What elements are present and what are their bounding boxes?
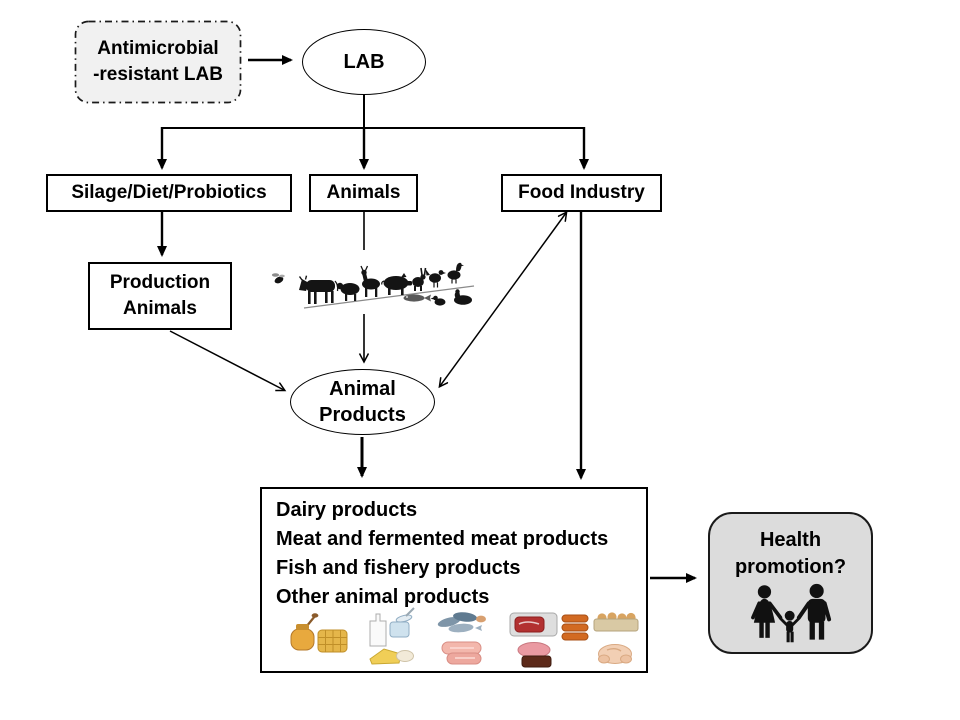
products-line-dairy: Dairy products xyxy=(276,499,418,521)
animal-products-line1: Animal xyxy=(329,378,396,400)
duck-icon xyxy=(447,262,464,284)
production-animals-box: Production Animals xyxy=(88,262,232,330)
food-industry-label: Food Industry xyxy=(518,182,645,204)
production-label-line2: Animals xyxy=(123,298,197,319)
lab-label: LAB xyxy=(343,50,385,73)
cow-icon xyxy=(298,275,339,304)
rabbit-icon xyxy=(412,267,427,291)
honey-icon xyxy=(290,613,348,653)
sheep-icon xyxy=(336,282,360,301)
eggs-poultry-icon xyxy=(593,612,639,664)
lab-ellipse: LAB xyxy=(302,29,426,95)
food-products-image xyxy=(290,607,639,668)
animals-label: Animals xyxy=(326,182,401,204)
meat-icon xyxy=(509,612,589,668)
antimicrobial-resistant-lab-box: Antimicrobial -resistant LAB xyxy=(74,20,242,104)
dairy-icon xyxy=(369,607,415,665)
animal-products-line2: Products xyxy=(319,404,406,426)
family-icon xyxy=(750,583,831,643)
fish-icon xyxy=(403,294,431,302)
silage-label: Silage/Diet/Probiotics xyxy=(71,182,267,204)
fish-products-icon xyxy=(437,612,486,665)
farm-animals-image xyxy=(262,250,482,314)
silage-diet-probiotics-box: Silage/Diet/Probiotics xyxy=(46,174,292,212)
products-line-fish: Fish and fishery products xyxy=(276,557,521,579)
health-line1: Health xyxy=(759,529,822,551)
products-line-meat: Meat and fermented meat products xyxy=(276,528,609,550)
animals-box: Animals xyxy=(309,174,418,212)
bee-icon xyxy=(271,273,285,284)
health-promotion-box: Health promotion? xyxy=(708,512,873,654)
dash-dot-border xyxy=(74,20,242,104)
food-industry-box: Food Industry xyxy=(501,174,662,212)
source-label-line1: Antimicrobial xyxy=(97,38,219,59)
arrow-production-to-products xyxy=(169,330,284,390)
animal-products-ellipse: Animal Products xyxy=(290,369,435,435)
production-label-line1: Production xyxy=(109,272,211,293)
arrow-food-industry-products-both-ways xyxy=(440,213,566,386)
animal-products-list-box: Dairy products Meat and fermented meat p… xyxy=(260,487,648,673)
duckling-icon xyxy=(430,295,446,306)
source-label-line2: -resistant LAB xyxy=(93,64,223,85)
health-line2: promotion? xyxy=(734,556,847,578)
pig-icon xyxy=(381,273,412,295)
products-line-other: Other animal products xyxy=(276,586,490,608)
goose-icon xyxy=(454,289,472,305)
hen-icon xyxy=(425,269,446,288)
goat-icon xyxy=(360,265,380,297)
